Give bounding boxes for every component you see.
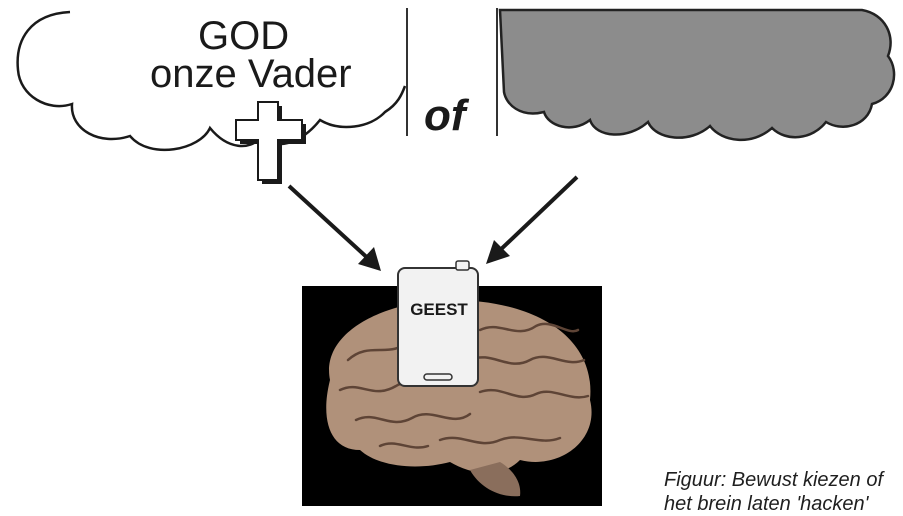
god-subtitle: onze Vader: [150, 52, 352, 96]
device-label: GEEST: [410, 300, 468, 319]
caption-line-2: het brein laten 'hacken': [664, 493, 869, 515]
god-title: GOD: [198, 14, 290, 58]
arrow-down-left-icon: [486, 175, 579, 264]
figure-caption: Figuur: Bewust kiezen of het brein laten…: [664, 468, 883, 516]
device-icon: [397, 260, 479, 387]
or-label: of: [424, 91, 466, 140]
caption-line-1: Figuur: Bewust kiezen of: [664, 469, 883, 491]
right-cloud: [498, 8, 896, 142]
left-cloud: [16, 10, 407, 152]
cross-icon: [235, 101, 306, 184]
arrow-down-right-icon: [287, 184, 381, 271]
